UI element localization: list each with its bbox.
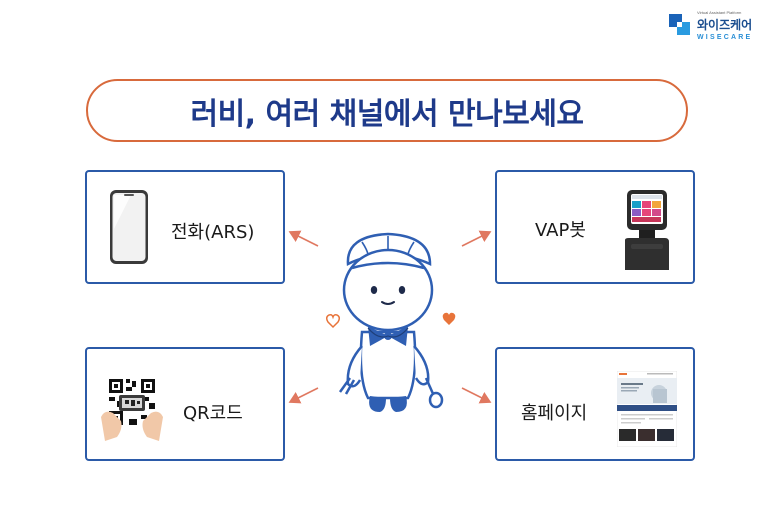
arrow-to-vap (461, 230, 492, 247)
arrow-to-homepage (461, 387, 492, 404)
heart-icon (442, 312, 456, 325)
qr-code-hands-icon (101, 377, 163, 441)
smartphone-icon (110, 190, 148, 264)
logo-name-english: WISECARE (697, 34, 753, 41)
heart-icon (325, 314, 341, 329)
channel-vap-label: VAP봇 (535, 220, 586, 241)
logo-mark-icon (669, 14, 691, 36)
arrow-to-phone (288, 230, 319, 247)
mascot-character (325, 232, 456, 412)
channel-homepage-card: 홈페이지 (495, 347, 695, 461)
channel-qr-label: QR코드 (183, 403, 243, 424)
channel-homepage-label: 홈페이지 (521, 403, 588, 424)
wisecare-logo: Virtual Assistant Platform 와이즈케어 WISECAR… (669, 10, 759, 44)
logo-tagline: Virtual Assistant Platform (697, 10, 742, 15)
website-screenshot-icon (617, 371, 677, 447)
channel-phone-label: 전화(ARS) (171, 222, 255, 243)
channel-phone-card: 전화(ARS) (85, 170, 285, 284)
channel-qr-card: QR코드 (85, 347, 285, 461)
title-banner: 러비, 여러 채널에서 만나보세요 (86, 79, 688, 142)
channel-vap-card: VAP봇 (495, 170, 695, 284)
page-title: 러비, 여러 채널에서 만나보세요 (190, 96, 584, 132)
kiosk-robot-icon (625, 190, 669, 270)
arrow-to-qr (288, 387, 319, 404)
logo-name-korean: 와이즈케어 (697, 18, 753, 32)
